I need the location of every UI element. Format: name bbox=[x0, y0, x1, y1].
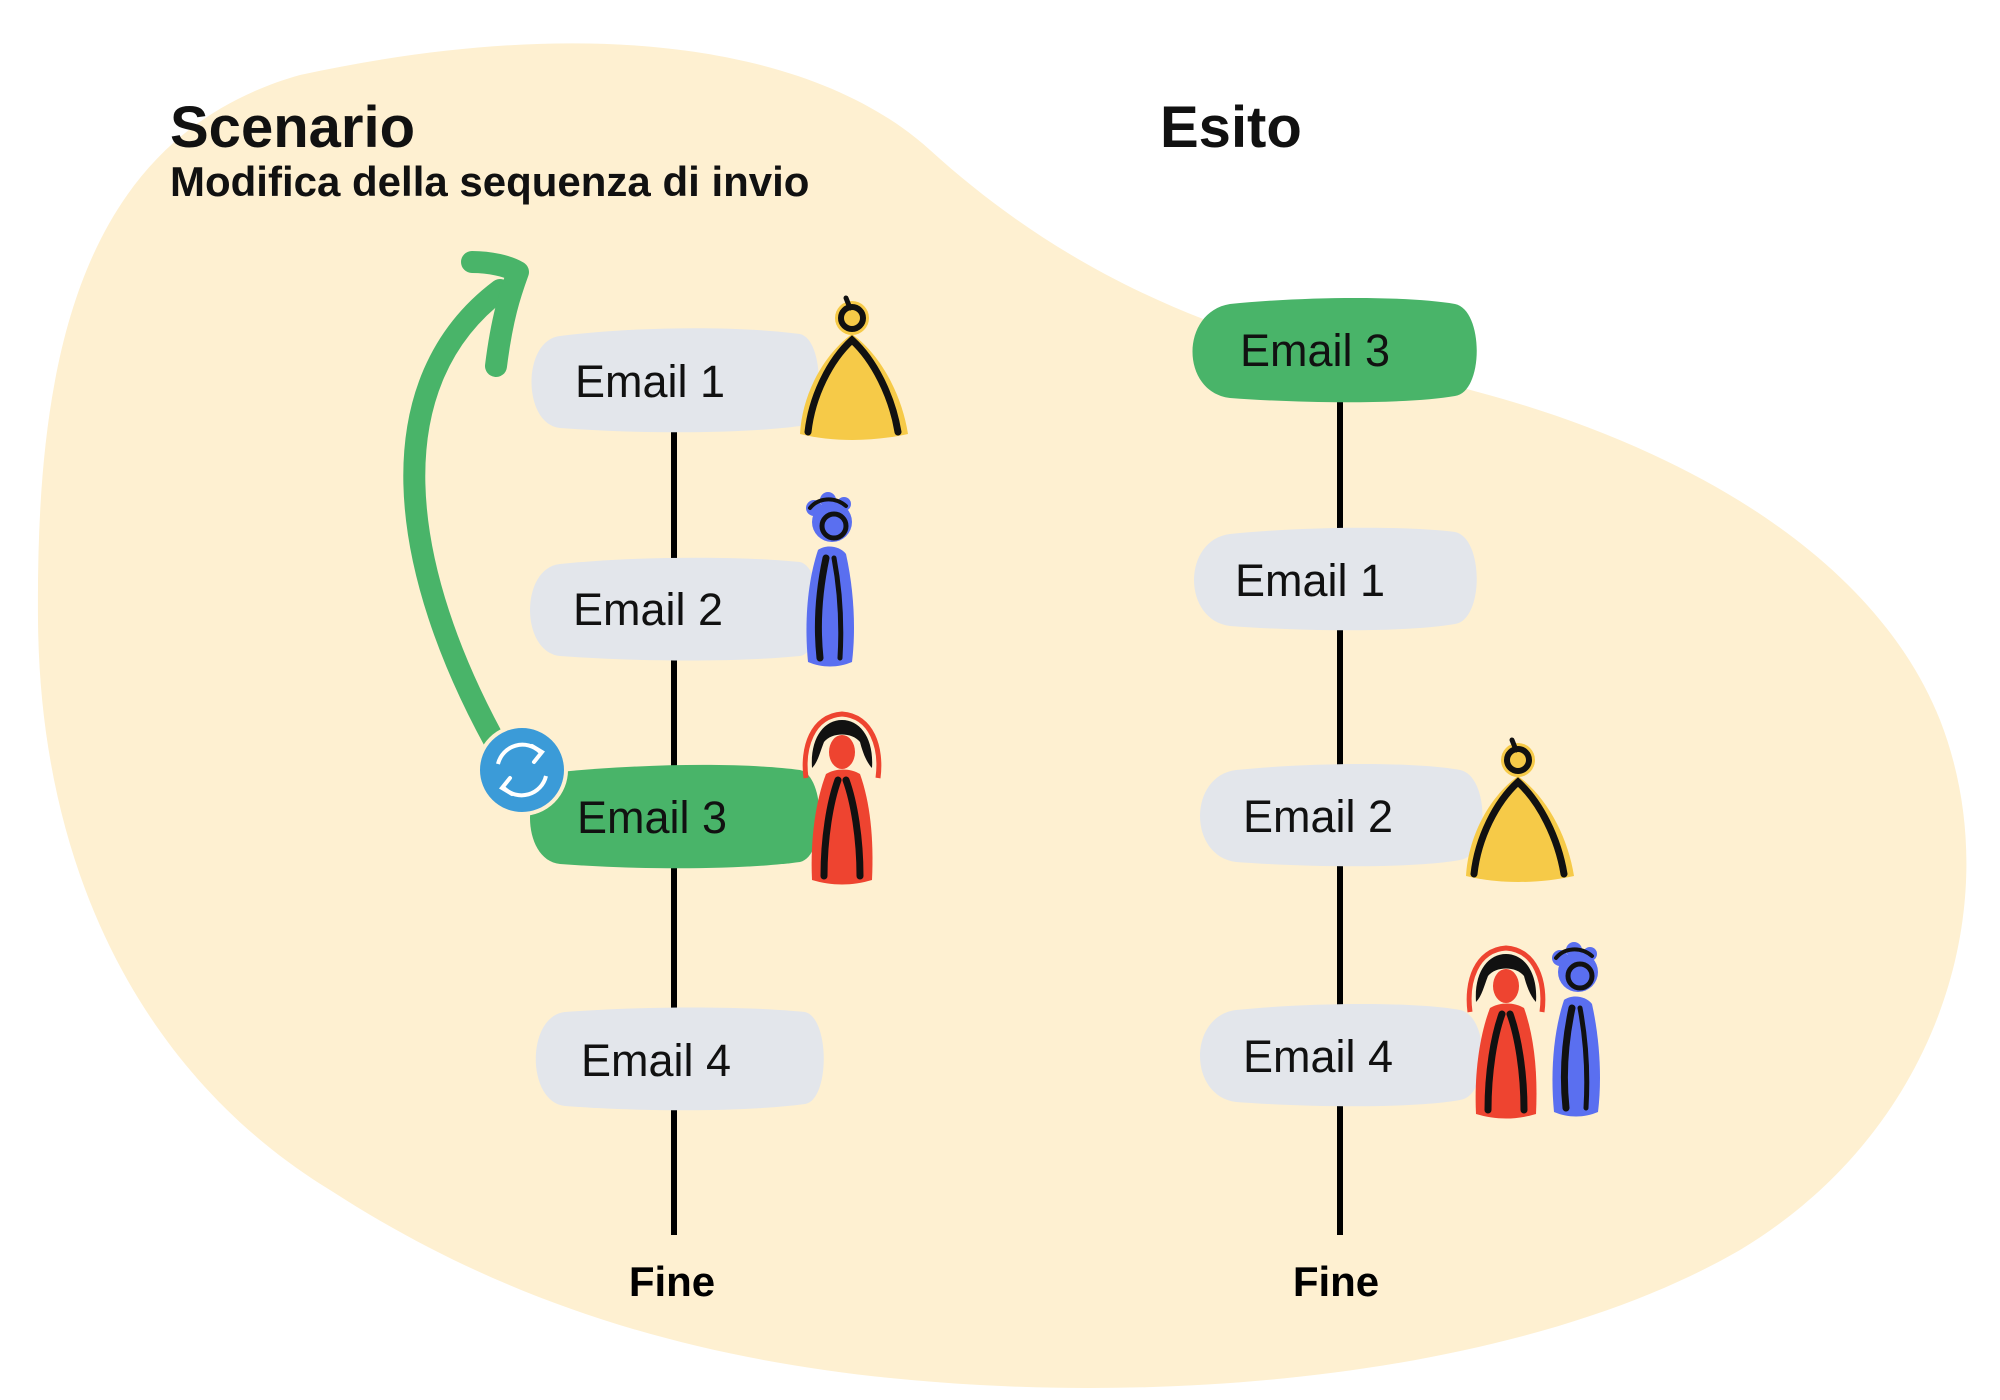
outcome-end-label: Fine bbox=[1293, 1258, 1379, 1305]
outcome-email-3: Email 3 bbox=[1192, 298, 1477, 403]
scenario-email-3: Email 3 bbox=[530, 764, 820, 869]
outcome-title: Esito bbox=[1160, 95, 1302, 160]
move-arrow bbox=[403, 251, 529, 771]
outcome-email-1-label: Email 1 bbox=[1235, 555, 1385, 606]
scenario-subtitle: Modifica della sequenza di invio bbox=[170, 158, 809, 205]
background-blob bbox=[37, 43, 1967, 1389]
person-blue-icon bbox=[806, 492, 854, 667]
outcome-email-2-label: Email 2 bbox=[1243, 791, 1393, 842]
swap-icon bbox=[476, 724, 568, 816]
scenario-email-2-label: Email 2 bbox=[573, 584, 723, 635]
scenario-end-label: Fine bbox=[629, 1258, 715, 1305]
scenario-email-1: Email 1 bbox=[531, 328, 819, 433]
scenario-email-4-label: Email 4 bbox=[581, 1035, 731, 1086]
outcome-email-1: Email 1 bbox=[1194, 527, 1477, 631]
person-blue-icon bbox=[1552, 942, 1600, 1117]
outcome-email-4: Email 4 bbox=[1200, 1004, 1483, 1107]
scenario-email-2: Email 2 bbox=[530, 557, 819, 661]
scenario-title: Scenario bbox=[170, 95, 415, 160]
outcome-email-2: Email 2 bbox=[1200, 764, 1483, 867]
scenario-email-4: Email 4 bbox=[535, 1007, 824, 1111]
scenario-email-3-label: Email 3 bbox=[577, 792, 727, 843]
scenario-email-1-label: Email 1 bbox=[575, 356, 725, 407]
outcome-email-4-label: Email 4 bbox=[1243, 1031, 1393, 1082]
outcome-email-3-label: Email 3 bbox=[1240, 325, 1390, 376]
